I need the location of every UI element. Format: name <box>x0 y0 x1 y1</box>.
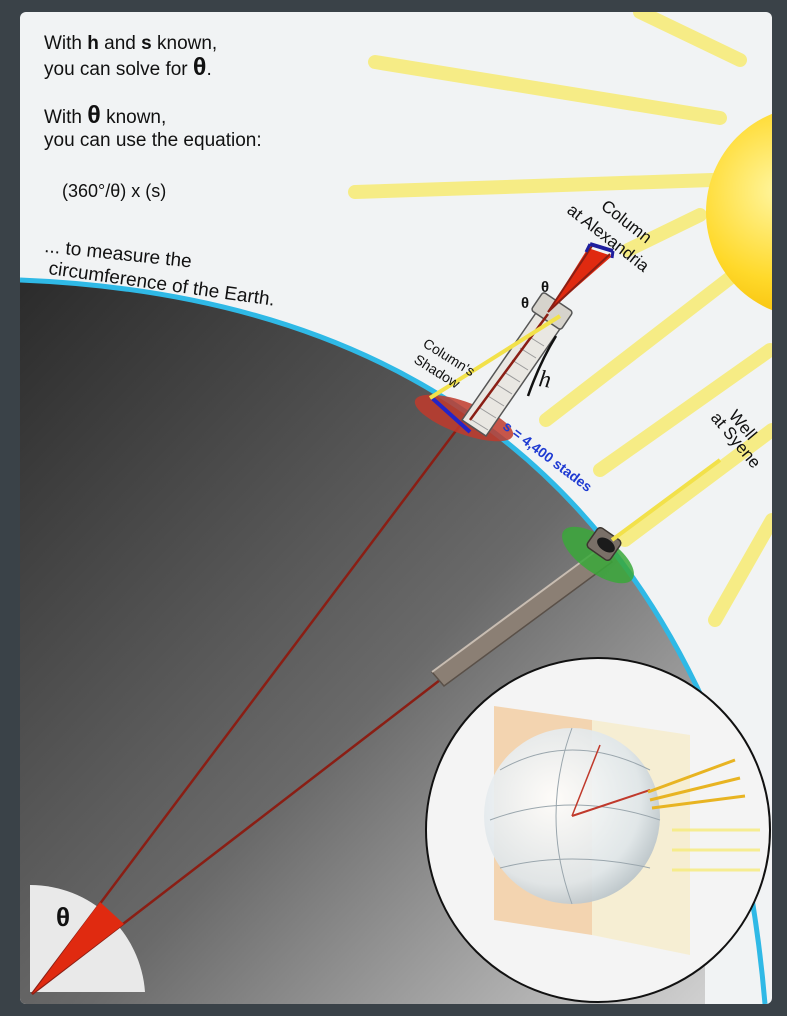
theta-sun-label-1: θ <box>541 279 549 296</box>
theta-sun-label-2: θ <box>521 295 529 312</box>
sun <box>706 106 772 318</box>
theta-center-label: θ <box>56 902 70 932</box>
h-label: h <box>537 366 553 393</box>
h-bracket <box>526 335 558 397</box>
inset-globe-panel <box>425 657 771 1003</box>
sun-rays <box>348 12 772 627</box>
intro-line-2: you can solve for θ. <box>44 53 212 81</box>
intro-line-4: you can use the equation: <box>44 130 262 151</box>
intro-line-3: With θ known, <box>44 101 167 129</box>
radius-line-alexandria <box>31 411 471 995</box>
intro-line-1: With h and s known, <box>44 33 218 54</box>
circumference-equation: (360°/θ) x (s) <box>62 181 167 201</box>
column-shadow-line <box>430 396 472 434</box>
well-opening <box>597 537 615 553</box>
ray-to-well <box>610 458 722 542</box>
column-top-marker <box>589 242 614 253</box>
theta-center-wedge <box>32 902 124 994</box>
ray-to-column <box>428 314 562 400</box>
